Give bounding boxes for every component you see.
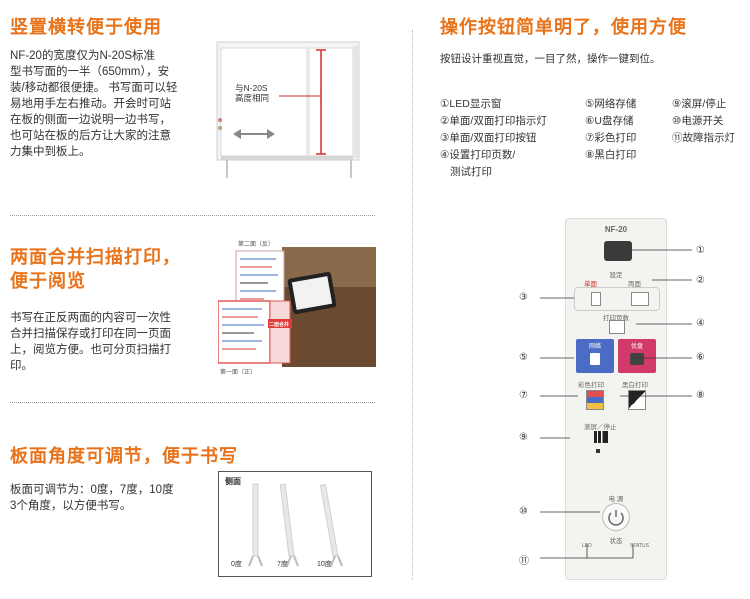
bw-print-button[interactable] xyxy=(628,390,646,410)
panel-model: NF-20 xyxy=(604,225,628,234)
whiteboard-svg xyxy=(216,41,360,178)
bw-print-label: 黑白打印 xyxy=(622,382,648,389)
legend-item: ⑩电源开关 xyxy=(672,115,724,127)
callout-lines xyxy=(540,249,692,559)
sec3-title: 板面角度可调节，便于书写 xyxy=(10,446,238,466)
angle-7: 7度 xyxy=(277,561,288,568)
scan-svg xyxy=(218,247,376,367)
sec2-title-line: 便于阅览 xyxy=(10,271,86,291)
legend-item: ②单面/双面打印指示灯 xyxy=(440,115,547,127)
legend-col-3: ⑨滚屏/停止 ⑩电源开关 ⑪故障指示灯 xyxy=(672,96,735,147)
sec1-line: 力集中到板上。 xyxy=(10,146,91,158)
double-label: 両面 xyxy=(628,281,641,288)
callout-11: ⑪ xyxy=(519,556,529,567)
usb-label: 优盘 xyxy=(630,344,643,350)
scroll-indicator xyxy=(596,449,600,453)
callout-10: ⑩ xyxy=(519,506,528,517)
copies-button[interactable] xyxy=(609,320,625,334)
sec2-line: 合并扫描保存或打印在同一页面 xyxy=(10,328,171,340)
sec3-line: 板面可调节为：0度，7度，10度 xyxy=(10,484,174,496)
sec2-line: 书写在正反两面的内容可一次性 xyxy=(10,312,171,324)
legend-col-1: ①LED显示窗 ②单面/双面打印指示灯 ③单面/双面打印按钮 ④设置打印页数/ … xyxy=(440,96,547,181)
angle-svg xyxy=(248,483,343,567)
err-label-2: STATUS xyxy=(630,543,649,549)
power-label: 电 源 xyxy=(608,496,624,503)
sec2-body: 书写在正反两面的内容可一次性 合并扫描保存或打印在同一页面 上，阅览方便。也可分… xyxy=(10,310,200,374)
setting-label: 設定 xyxy=(609,272,623,279)
sec2-line: 印。 xyxy=(10,360,33,372)
scroll-label: 滚屏／停止 xyxy=(584,424,617,431)
single-print-button[interactable] xyxy=(591,292,601,306)
sec1-line: 在板的侧面一边说明一边书写， xyxy=(10,114,171,126)
legend-item: ①LED显示窗 xyxy=(440,98,502,110)
sec2-line: 上，阅览方便。也可分页扫描打 xyxy=(10,344,171,356)
legend-item: ⑨滚屏/停止 xyxy=(672,98,727,110)
column-divider xyxy=(412,30,413,580)
single-label: 单面 xyxy=(584,281,597,288)
color-print-button[interactable] xyxy=(586,390,604,410)
callout-3: ③ xyxy=(519,292,528,303)
legend-item: ⑦彩色打印 xyxy=(585,132,637,144)
usb-save-button[interactable]: 优盘 xyxy=(618,339,656,373)
sec1-line: 易地用手左右推动。开会时可站 xyxy=(10,98,171,110)
legend-item: 测试打印 xyxy=(450,166,492,178)
legend-item: ④设置打印页数/ xyxy=(440,149,516,161)
callout-6: ⑥ xyxy=(696,352,705,363)
sec1-line: 装/移动都很便捷。 书写面可以轻 xyxy=(10,82,178,94)
led-display xyxy=(604,241,632,261)
angle-10: 10度 xyxy=(317,561,332,568)
color-print-label: 彩色打印 xyxy=(578,382,604,389)
scan-illustration: 第二面（反） 二面合并 第一面（正） xyxy=(218,237,376,377)
power-button[interactable] xyxy=(602,503,630,531)
legend-item: ⑤网络存储 xyxy=(585,98,637,110)
caption-first-side: 第一面（正） xyxy=(220,370,257,376)
callout-7: ⑦ xyxy=(519,390,528,401)
angle-box: 侧面 0度 7度 10度 xyxy=(218,471,372,577)
callout-9: ⑨ xyxy=(519,432,528,443)
divider-2 xyxy=(10,402,375,403)
network-label: 网络 xyxy=(588,344,601,350)
copies-label: 打印页数 xyxy=(603,315,629,322)
callout-5: ⑤ xyxy=(519,352,528,363)
height-note-line: 与N-20S xyxy=(235,83,268,93)
callout-2: ② xyxy=(696,275,705,286)
sec4-title: 操作按钮简单明了，使用方便 xyxy=(440,17,687,37)
sec3-line: 3个角度，以方便书写。 xyxy=(10,500,132,512)
divider-1 xyxy=(10,215,375,216)
sec4-subtitle: 按钮设计重视直觉，一目了然，操作一键到位。 xyxy=(440,53,661,65)
scroll-stop-button[interactable] xyxy=(594,431,608,443)
whiteboard-illustration: 与N-20S 高度相同 xyxy=(213,40,363,180)
usb-icon xyxy=(630,353,644,365)
angle-0: 0度 xyxy=(231,561,242,568)
legend-item: ③单面/双面打印按钮 xyxy=(440,132,537,144)
sec1-line: 型书写面的一半（650mm），安 xyxy=(10,66,170,78)
sec1-title: 竖置横转便于使用 xyxy=(10,17,162,37)
sec2-title: 两面合并扫描打印， 便于阅览 xyxy=(10,245,181,293)
callout-1: ① xyxy=(696,245,705,256)
caption-second-side: 第二面（反） xyxy=(238,242,275,248)
height-note: 与N-20S 高度相同 xyxy=(235,83,269,103)
sec2-title-line: 两面合并扫描打印， xyxy=(10,247,181,267)
merge-badge: 二面合并 xyxy=(269,322,290,328)
sec1-body: NF-20的宽度仅为N-20S标准 型书写面的一半（650mm），安 装/移动都… xyxy=(10,48,215,160)
status-label: 状态 xyxy=(609,538,623,545)
sec1-line: 也可站在板的后方让大家的注意 xyxy=(10,130,171,142)
callout-4: ④ xyxy=(696,318,705,329)
legend-item: ⑪故障指示灯 xyxy=(672,132,735,144)
legend-item: ⑥U盘存储 xyxy=(585,115,634,127)
power-icon xyxy=(608,510,624,526)
network-save-button[interactable]: 网络 xyxy=(576,339,614,373)
sec3-body: 板面可调节为：0度，7度，10度 3个角度，以方便书写。 xyxy=(10,482,210,514)
sec1-line: NF-20的宽度仅为N-20S标准 xyxy=(10,50,156,62)
print-mode-group xyxy=(574,287,660,311)
control-panel: NF-20 設定 单面 両面 打印页数 网络 优盘 彩色打印 黑白打印 滚屏／停… xyxy=(565,218,667,580)
angle-box-label: 侧面 xyxy=(225,477,241,486)
callout-8: ⑧ xyxy=(696,390,705,401)
height-note-line: 高度相同 xyxy=(235,93,270,103)
legend-item: ⑧黑白打印 xyxy=(585,149,637,161)
legend-col-2: ⑤网络存储 ⑥U盘存储 ⑦彩色打印 ⑧黑白打印 xyxy=(585,96,636,164)
double-print-button[interactable] xyxy=(631,292,649,306)
network-icon xyxy=(590,353,600,365)
